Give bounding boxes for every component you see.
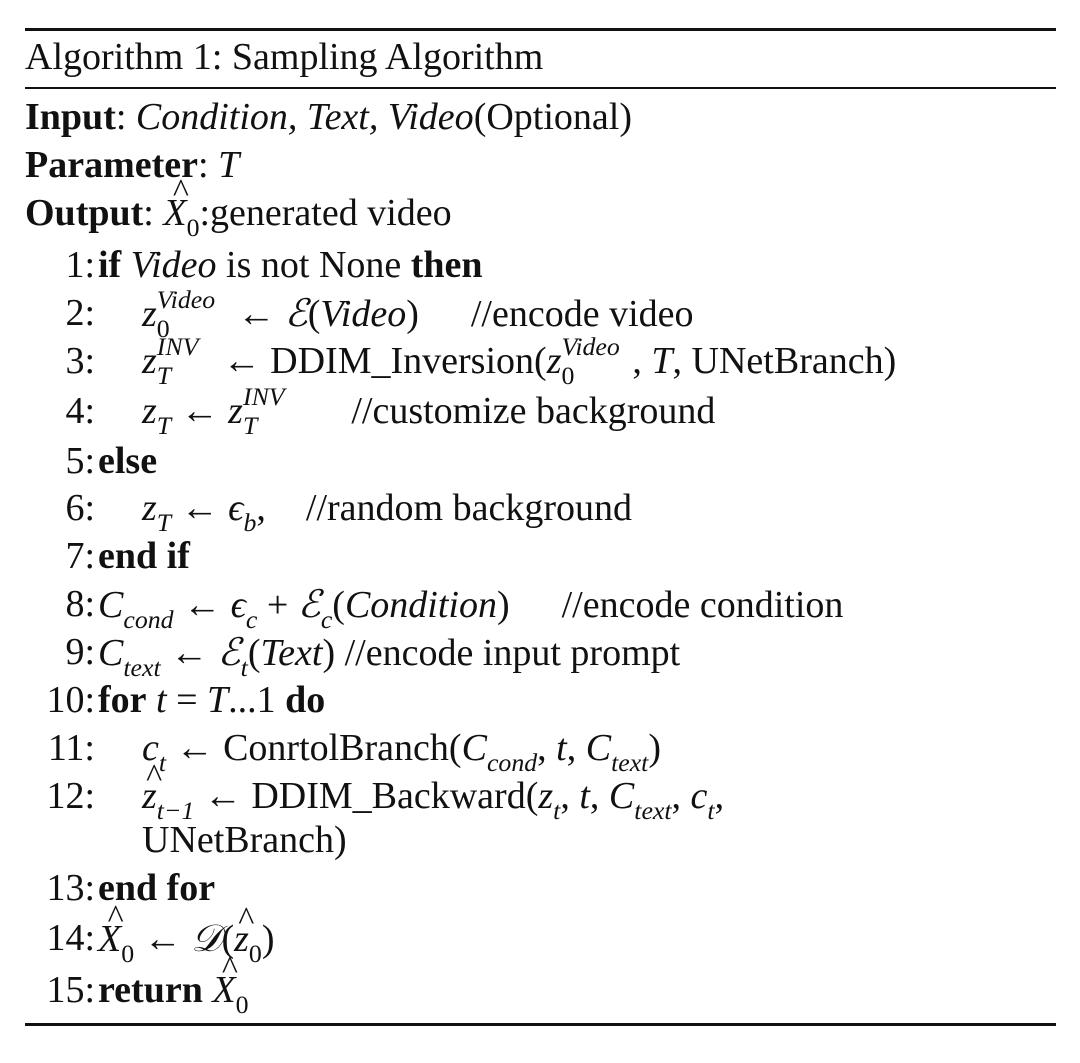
- function-name: ConrtolBranch: [223, 727, 449, 769]
- line-number: 12:: [46, 775, 95, 817]
- line-number: 8:: [65, 583, 95, 625]
- keyword-return: return: [98, 969, 203, 1011]
- condition-text: is not None: [226, 244, 402, 286]
- algo-line-10: for t = T...1 do: [98, 679, 326, 721]
- comment: //encode video: [470, 293, 694, 335]
- algo-line-14: X0 ← 𝒟(z0): [98, 898, 275, 966]
- line-number: 6:: [65, 487, 95, 529]
- function-name: DDIM_Backward: [251, 775, 526, 817]
- keyword-else: else: [98, 440, 158, 482]
- keyword-if: if: [98, 244, 122, 286]
- algo-line-7: end if: [98, 536, 190, 576]
- line-number: 14:: [46, 917, 95, 959]
- bottom-rule: [25, 1023, 1056, 1026]
- function-name: DDIM_Inversion: [270, 340, 535, 382]
- algo-line-6: zT ← ϵb,//random background: [142, 487, 632, 537]
- algo-line-15: return X0: [98, 949, 248, 1017]
- line-number: 11:: [47, 727, 95, 769]
- keyword-then: then: [410, 244, 483, 286]
- line-number: 5:: [65, 440, 95, 482]
- parameter-label: Parameter: [25, 144, 198, 186]
- algo-line-12: zt−1 ← DDIM_Backward(zt, t, Ctext, ct,: [142, 757, 724, 823]
- input-vars: Condition, Text, Video: [135, 96, 474, 138]
- algo-line-8: Ccond ← ϵc + ℰc(Condition)//encode condi…: [98, 582, 844, 634]
- line-number: 7:: [65, 535, 95, 577]
- x-hat-symbol: X: [163, 172, 189, 233]
- line-number: 4:: [65, 390, 95, 432]
- comment: //random background: [305, 487, 632, 529]
- line-number: 15:: [46, 969, 95, 1011]
- input-suffix: (Optional): [473, 96, 632, 138]
- line-number: 13:: [46, 867, 95, 909]
- line-number: 1:: [65, 244, 95, 286]
- algo-line-9: Ctext ← ℰt(Text) //encode input prompt: [98, 630, 681, 682]
- parameter-value: T: [218, 144, 240, 186]
- algo-line-11: ct ← ConrtolBranch(Ccond, t, Ctext): [142, 727, 662, 777]
- line-number: 10:: [46, 679, 95, 721]
- input-line: Input: Condition, Text, Video(Optional): [25, 96, 632, 138]
- input-label: Input: [25, 96, 116, 138]
- keyword-end-if: end if: [98, 535, 190, 577]
- algo-line-1: if Video is not None then: [98, 245, 483, 285]
- line-number: 3:: [65, 340, 95, 382]
- line-number: 9:: [65, 631, 95, 673]
- keyword-do: do: [285, 679, 326, 721]
- caption-rule: [25, 87, 1056, 89]
- video-var: Video: [130, 244, 217, 286]
- argument: UNetBranch: [691, 340, 884, 382]
- comment: //encode condition: [561, 584, 844, 626]
- parameter-line: Parameter: T: [25, 144, 240, 186]
- top-rule: [25, 28, 1056, 31]
- algorithm-caption: Algorithm 1: Sampling Algorithm: [25, 36, 544, 78]
- comment: //encode input prompt: [344, 632, 681, 674]
- algo-line-5: else: [98, 441, 157, 481]
- keyword-for: for: [98, 679, 147, 721]
- algo-line-12-cont: UNetBranch): [142, 819, 347, 861]
- comment: //customize background: [351, 390, 716, 432]
- output-value: :generated video: [199, 192, 452, 234]
- output-line: Output: X0:generated video: [25, 172, 452, 240]
- output-label: Output: [25, 192, 144, 234]
- line-number: 2:: [65, 292, 95, 334]
